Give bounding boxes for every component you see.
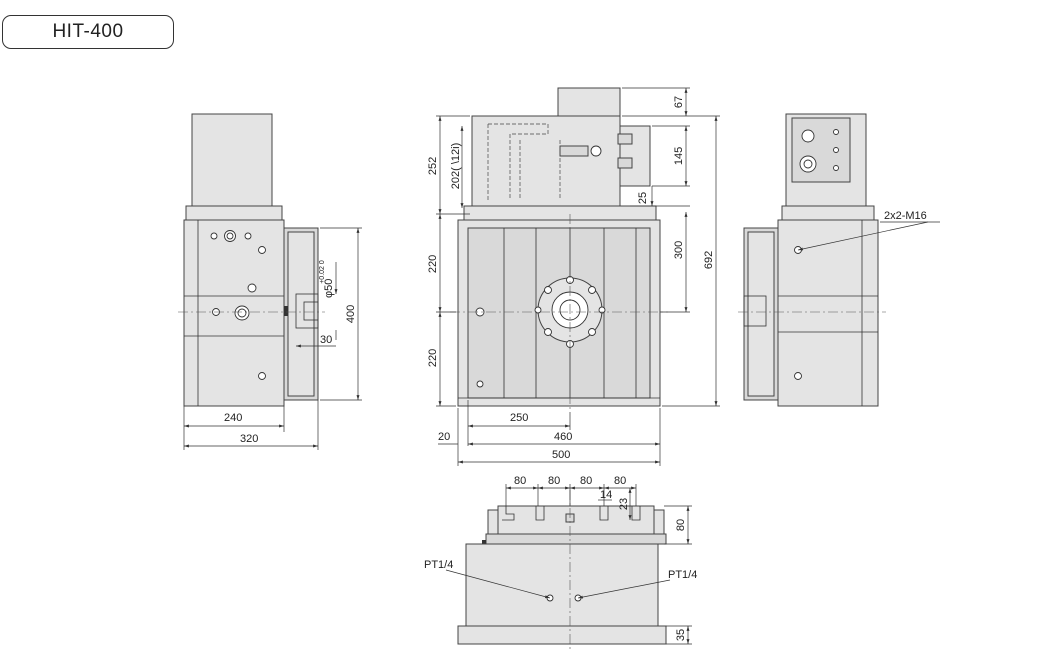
dim-35: 35	[675, 629, 687, 641]
model-title: HIT-400	[2, 15, 174, 49]
left-side-view: 240 320 400 30 φ50 +0.02 0	[178, 113, 362, 450]
dim-250: 250	[510, 412, 528, 424]
bottom-view: PT1/4 PT1/4 80 80 80 80 14 23 80 35	[424, 475, 697, 650]
dim-252: 252	[427, 157, 439, 175]
port-label-left: PT1/4	[424, 559, 453, 571]
dim-20: 20	[438, 431, 450, 443]
dim-80-b: 80	[548, 475, 560, 487]
dim-14: 14	[600, 489, 612, 501]
dim-460: 460	[554, 431, 572, 443]
dim-80-d: 80	[614, 475, 626, 487]
dim-220-bottom: 220	[427, 349, 439, 367]
dim-202: 202( \12i)	[450, 143, 462, 189]
dim-67: 67	[673, 96, 685, 108]
thread-note: 2x2-M16	[884, 210, 927, 222]
dim-320: 320	[240, 433, 258, 445]
dim-145: 145	[673, 147, 685, 165]
right-side-view: 2x2-M16	[738, 113, 940, 407]
dim-23: 23	[618, 498, 630, 510]
dim-tolerance: +0.02 0	[319, 260, 326, 284]
front-view: 252 202( \12i) 220 220 67 145 25 300 692…	[427, 87, 720, 466]
port-label-right: PT1/4	[668, 569, 697, 581]
dim-80-c: 80	[580, 475, 592, 487]
dim-400: 400	[345, 305, 357, 323]
dim-500: 500	[552, 449, 570, 461]
dim-300: 300	[673, 241, 685, 259]
dim-30: 30	[320, 334, 332, 346]
dim-240: 240	[224, 412, 242, 424]
dim-25: 25	[637, 192, 649, 204]
dim-692: 692	[703, 251, 715, 269]
dim-phi50: φ50	[323, 279, 335, 298]
dim-80-a: 80	[514, 475, 526, 487]
dim-80-height: 80	[675, 519, 687, 531]
dim-220-top: 220	[427, 255, 439, 273]
